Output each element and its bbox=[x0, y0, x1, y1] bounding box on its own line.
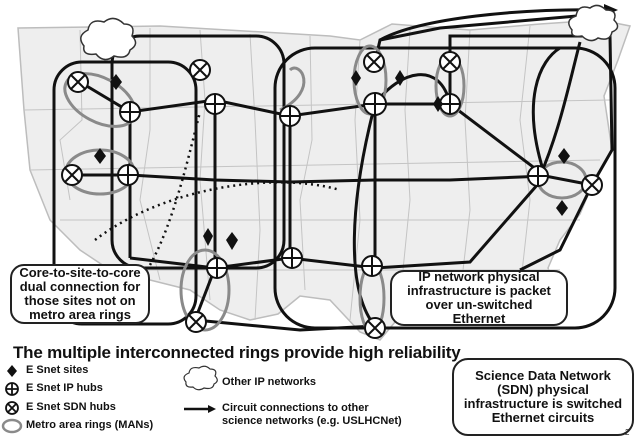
ip-hub-icon bbox=[206, 257, 228, 279]
circuit-arrows bbox=[379, 8, 611, 177]
sdn-hub-icon bbox=[61, 164, 83, 186]
sdn-hub-icon bbox=[581, 174, 603, 196]
arrow-icon-head bbox=[208, 405, 216, 413]
legend-circuit-label-2: science networks (e.g. USLHCNet) bbox=[222, 415, 402, 427]
ip-hub-icon bbox=[361, 255, 383, 277]
site-diamond-icon bbox=[433, 96, 443, 112]
ip-hub-icon bbox=[204, 93, 226, 115]
cloud-icon bbox=[183, 365, 218, 391]
site-diamond-icon bbox=[226, 232, 238, 250]
sdn-hub-icon bbox=[67, 71, 89, 93]
ip-hub-icon bbox=[279, 105, 301, 127]
metro-ring-legend-icon bbox=[1, 418, 23, 434]
ip-hub-icon bbox=[527, 165, 549, 187]
legend-icons bbox=[1, 365, 218, 434]
sdn-hubs bbox=[61, 51, 603, 339]
legend-sdn-hubs-label: E Snet SDN hubs bbox=[26, 401, 116, 413]
site-diamonds bbox=[94, 70, 570, 250]
site-diamond-icon bbox=[558, 148, 570, 164]
legend-other-ip-label: Other IP networks bbox=[222, 376, 316, 388]
callout-ip-network: IP network physical infrastructure is pa… bbox=[390, 270, 568, 326]
sdn-hub-icon bbox=[364, 317, 386, 339]
ip-hubs bbox=[117, 92, 549, 279]
headline: The multiple interconnected rings provid… bbox=[13, 343, 461, 362]
callout-sdn: Science Data Network (SDN) physical infr… bbox=[452, 358, 634, 436]
site-diamond-icon bbox=[203, 228, 213, 246]
site-diamond-icon bbox=[395, 70, 405, 86]
site-diamond-icon bbox=[351, 70, 361, 86]
ip-hub-icon bbox=[119, 101, 141, 123]
ip-hub-icon bbox=[117, 164, 139, 186]
ip-hub-icon bbox=[281, 247, 303, 269]
sdn-hub-icon bbox=[439, 51, 461, 73]
site-diamond-icon bbox=[7, 365, 17, 377]
sdn-hub-icon bbox=[363, 51, 385, 73]
sdn-hub-icon bbox=[185, 311, 207, 333]
sdn-hub-icon bbox=[5, 401, 19, 415]
legend-metro-rings-label: Metro area rings (MANs) bbox=[26, 419, 154, 431]
cloud-icon bbox=[568, 4, 619, 42]
callout-core-to-site: Core-to-site-to-core dual connection for… bbox=[10, 264, 150, 324]
legend-circuit-label-1: Circuit connections to other bbox=[222, 402, 369, 414]
legend-sites-label: E Snet sites bbox=[26, 364, 89, 376]
cloud-icon bbox=[80, 17, 137, 61]
ip-hub-icon bbox=[5, 382, 19, 396]
legend-ip-hubs-label: E Snet IP hubs bbox=[26, 382, 103, 394]
page-number: 2 bbox=[625, 428, 630, 437]
sdn-hub-icon bbox=[189, 59, 211, 81]
site-diamond-icon bbox=[110, 74, 122, 90]
site-diamond-icon bbox=[556, 200, 568, 216]
ip-hub-icon bbox=[363, 92, 387, 116]
site-diamond-icon bbox=[94, 148, 106, 164]
dotted-connections bbox=[94, 111, 341, 266]
